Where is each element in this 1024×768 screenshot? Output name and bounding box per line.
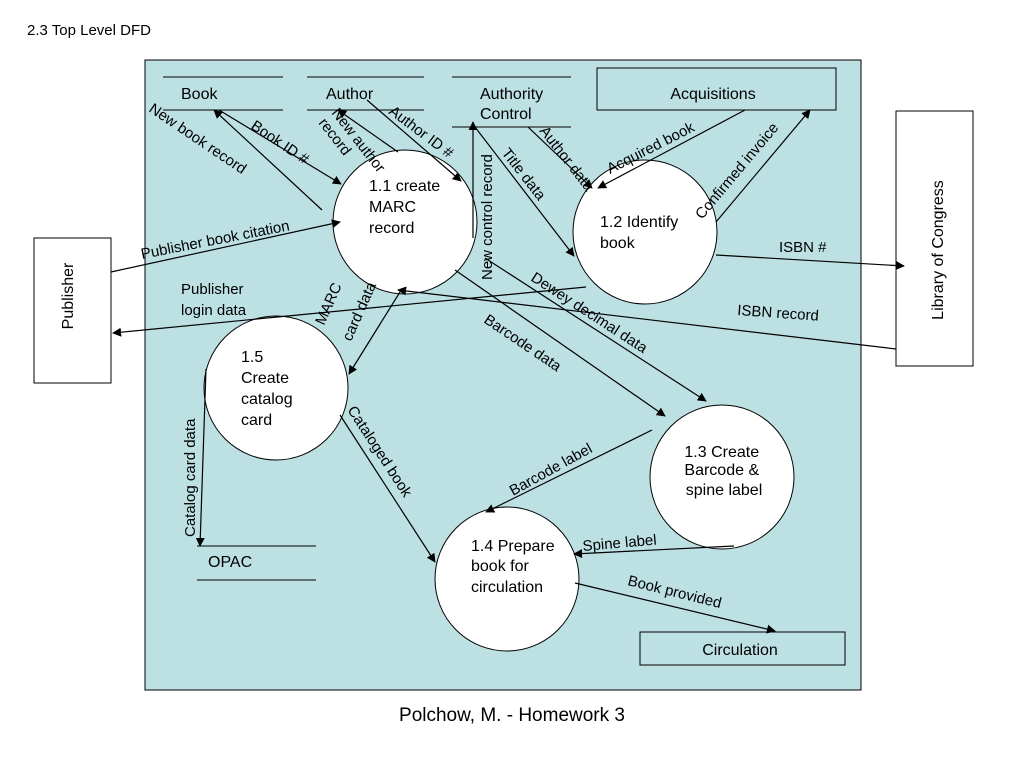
svg-text:1.4 Prepare book for: 1.4 Prepare book for circulation [471,538,559,596]
flow-author-data [527,126,593,189]
publisher-entity: Publisher [33,237,112,384]
flow-isbn [715,254,905,271]
opac-store-label: OPAC [208,554,252,571]
svg-text:1.5 Create catalog: 1.5 Create catalog card [241,349,297,429]
flow-catalog-card-data [195,368,207,547]
flow-acquired-book [597,109,746,189]
authority-control-label: Authority Control [480,86,548,123]
svg-text:1.3 Create Barcode &: 1.3 Create Barcode & spine label [684,444,763,499]
data-flows [110,99,905,634]
flow-dewey-decimal-data [484,257,707,402]
page-title: 2.3 Top Level DFD [27,22,151,39]
footer-caption: Polchow, M. - Homework 3 [399,705,625,726]
acquisitions-entity: Acquisitions [596,67,837,111]
flow-marc-card-data [348,291,401,375]
acquisitions-label: Acquisitions [670,86,755,103]
flow-confirmed-invoice [715,109,811,223]
process-1-4-prepare-book-for-circulation: 1.4 Prepare book for circulation [434,506,580,652]
flow-book-provided [574,582,776,634]
circulation-label: Circulation [702,642,778,659]
flow-cataloged-book [339,414,436,563]
flow-isbn-record [397,286,897,350]
book-store-label: Book [181,86,218,103]
label-publisher-login-data: Publisher login data [181,281,248,319]
author-data-store: Author [307,76,424,111]
library-of-congress-entity: Library of Congress [895,110,974,367]
flow-spine-label [573,545,735,559]
flow-new-author-record [337,109,399,153]
flow-barcode-label [485,429,653,513]
publisher-label: Publisher [60,262,77,329]
flow-book-id [218,109,342,185]
flow-publisher-book-citation [110,219,341,273]
flow-new-book-record [213,109,323,211]
svg-text:1.2 Identify book: 1.2 Identify book [600,214,683,252]
flow-author-id [366,99,462,182]
label-isbn-record: ISBN record [737,302,820,325]
label-new-control-record: New control record [479,154,496,280]
process-1-5-create-catalog-card: 1.5 Create catalog card [203,315,349,461]
label-catalog-card-data: Catalog card data [182,418,199,537]
label-spine-label: Spine label [582,532,657,555]
flow-barcode-data [454,269,666,417]
process-1-1-create-marc-record: 1.1 create MARC record [332,149,478,295]
flow-title-data [474,126,575,257]
flow-publisher-login-data [112,286,587,337]
opac-data-store: OPAC [197,545,316,581]
label-isbn: ISBN # [779,239,827,256]
process-1-3-create-barcode-spine-label: 1.3 Create Barcode & spine label [649,404,795,550]
author-store-label: Author [326,86,374,103]
library-of-congress-label: Library of Congress [930,180,947,320]
circulation-entity: Circulation [639,631,846,666]
process-1-2-identify-book: 1.2 Identify book [572,159,718,305]
authority-control-data-store: Authority Control [452,76,571,128]
svg-text:1.1 create MARC re: 1.1 create MARC record [369,178,445,237]
